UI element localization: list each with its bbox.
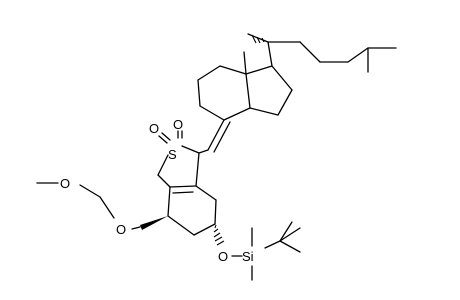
mom-ring-oxygen-label: O [116,222,126,237]
ring-fusion-bond [245,73,251,109]
a-ring-bond-1 [167,186,171,217]
exocyclic-double-bond [207,119,231,153]
mom-ether-oxygen-label: O [60,176,70,191]
silyl-ether-oxygen-label: O [218,249,228,264]
ch2-o-bond [99,196,115,219]
mom-group [36,182,141,230]
si-tbu-bond [264,240,281,249]
silicon-atom-label: Si [242,249,254,264]
six-ring-bond-4 [199,105,225,121]
sulfolene-ring [157,130,200,194]
ring-c-to-s-bond [181,145,200,154]
tbs-group [231,221,301,281]
five-ring-bond-1 [245,65,273,75]
ring-alkene-bond [169,185,197,188]
six-ring-bond-5 [223,107,251,121]
stereo-wedge-mom [140,216,168,230]
a-ring-bond-5 [195,185,217,201]
stereo-hash-silyl [213,224,225,246]
hydrindane-ring-system [197,51,293,121]
ch2-to-ring-bond [157,174,171,188]
five-ring-bond-3 [277,89,293,116]
ring-alkene-inner-bond [172,191,194,194]
side-chain-to-ring-bond [267,41,273,67]
a-ring-bond-4 [214,199,217,225]
side-chain [247,33,397,73]
six-ring-bond-1 [219,65,247,75]
tbu-methyl-3 [279,227,301,242]
sulfone-oxygen-right-label: O [173,117,183,132]
s-o-double-bond-left-2 [158,135,168,144]
tbu-methyl-2 [279,221,293,242]
side-chain-bond-2 [299,41,321,63]
a-ring-bond-2 [167,215,195,236]
a-ring-bond-3 [193,223,216,236]
five-ring-bond-4 [249,107,279,116]
s-o-double-bond-left [161,132,171,141]
angular-methyl-bond [243,51,247,75]
five-ring-bond-2 [271,65,293,91]
six-ring-bond-3 [197,79,201,107]
six-ring-bond-2 [197,65,221,81]
o-ch2-bond [79,184,101,198]
tbu-methyl-1 [279,240,301,253]
sulfone-oxygen-left-label: O [149,121,159,136]
o-ring-bond [131,226,141,230]
vinyl-bond [198,149,209,154]
stereo-hash-side-chain [251,34,265,44]
sulfur-atom-label: S [168,147,177,162]
ring-c-to-alkene-bond [195,152,200,187]
s-to-ch2-bond [157,154,169,176]
cyclohexane-ring [167,185,217,236]
side-chain-bond-4 [347,47,369,63]
